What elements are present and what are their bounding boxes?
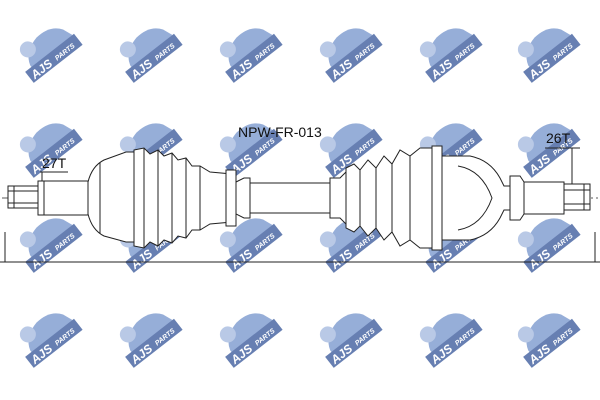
right-spline-stub <box>523 181 591 215</box>
mascot-body-icon <box>128 28 173 71</box>
logo-band <box>125 318 183 368</box>
mascot-head-icon <box>319 41 336 58</box>
mascot-head-icon <box>119 41 136 58</box>
mascot-head-icon <box>19 41 36 58</box>
right-small-clamp <box>329 170 347 226</box>
mascot-body-icon <box>328 28 373 71</box>
mascot-head-icon <box>419 326 436 343</box>
main-shaft <box>249 182 331 214</box>
logo-band <box>225 128 283 178</box>
mascot-head-icon <box>219 41 236 58</box>
mascot-body-icon <box>526 28 571 71</box>
logo-band <box>325 318 383 368</box>
tulip-inner-curve <box>457 165 493 231</box>
right-cv-housing <box>441 155 511 241</box>
right-neck <box>509 175 525 221</box>
mascot-head-icon <box>19 231 36 248</box>
mascot-head-icon <box>219 136 236 153</box>
mascot-body-icon <box>228 218 273 261</box>
mascot-body-icon <box>328 313 373 356</box>
logo-band <box>225 33 283 83</box>
mascot-body-icon <box>128 313 173 356</box>
mascot-head-icon <box>119 136 136 153</box>
mascot-head-icon <box>219 231 236 248</box>
logo-band <box>25 318 83 368</box>
left-spline-stub <box>7 180 89 216</box>
mascot-head-icon <box>19 326 36 343</box>
mascot-head-icon <box>419 41 436 58</box>
mascot-head-icon <box>517 41 534 58</box>
logo-band <box>25 223 83 273</box>
logo-band <box>425 318 483 368</box>
mascot-head-icon <box>219 326 236 343</box>
mascot-body-icon <box>428 28 473 71</box>
mascot-body-icon <box>28 218 73 261</box>
mascot-body-icon <box>428 313 473 356</box>
mascot-head-icon <box>517 326 534 343</box>
shaft-collar <box>235 177 251 219</box>
logo-band <box>25 128 83 178</box>
left-clamp <box>225 169 237 227</box>
part-number-label: NPW-FR-013 <box>238 124 322 140</box>
logo-band <box>325 128 383 178</box>
mascot-body-icon <box>526 123 571 166</box>
logo-band <box>523 128 581 178</box>
mascot-head-icon <box>119 326 136 343</box>
mascot-body-icon <box>28 28 73 71</box>
logo-band <box>225 223 283 273</box>
mascot-head-icon <box>319 136 336 153</box>
mascot-body-icon <box>526 313 571 356</box>
mascot-head-icon <box>319 231 336 248</box>
right-clamp <box>431 145 443 251</box>
logo-band <box>125 33 183 83</box>
logo-band <box>25 33 83 83</box>
logo-band <box>225 318 283 368</box>
mascot-head-icon <box>319 326 336 343</box>
mascot-body-icon <box>328 218 373 261</box>
logo-band <box>325 33 383 83</box>
mascot-body-icon <box>228 28 273 71</box>
drive-shaft <box>0 145 600 263</box>
mascot-body-icon <box>28 313 73 356</box>
logo-band <box>425 33 483 83</box>
right-spline-label: 26T <box>546 130 571 146</box>
mascot-body-icon <box>228 313 273 356</box>
mascot-head-icon <box>517 231 534 248</box>
mascot-head-icon <box>19 136 36 153</box>
mascot-body-icon <box>28 123 73 166</box>
left-boot <box>133 147 233 249</box>
left-spline-label: 27T <box>42 155 67 171</box>
mascot-body-icon <box>526 218 571 261</box>
logo-band <box>523 318 581 368</box>
logo-band <box>523 33 581 83</box>
mascot-body-icon <box>328 123 373 166</box>
mascot-head-icon <box>517 136 534 153</box>
mascot-body-icon <box>228 123 273 166</box>
left-cv-housing <box>87 151 135 243</box>
logo-band <box>523 223 581 273</box>
